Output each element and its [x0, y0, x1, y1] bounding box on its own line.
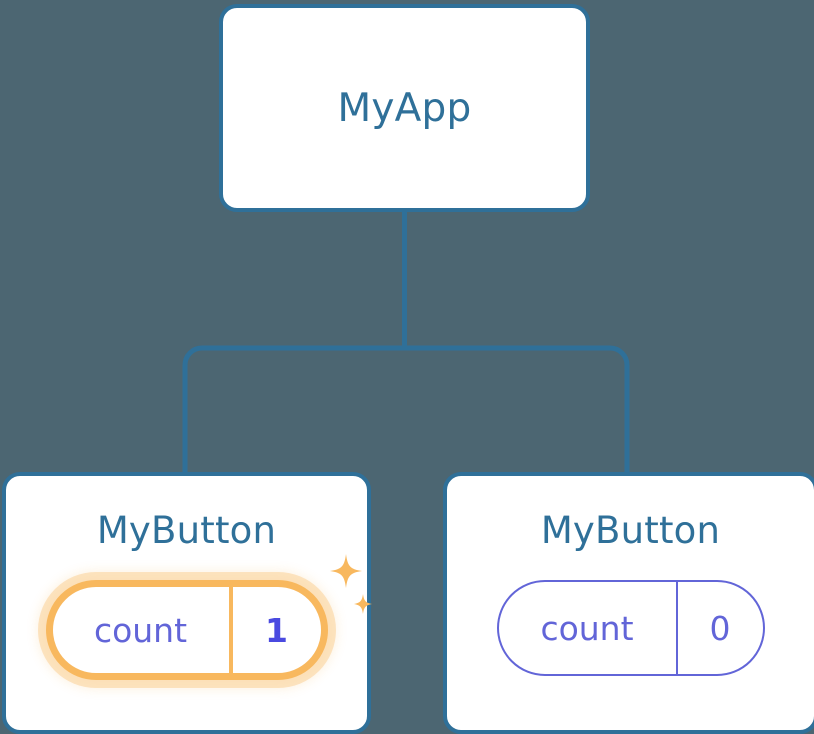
state-pill-right-key: count [499, 582, 678, 674]
node-mybutton-right[interactable]: MyButton count 0 [443, 472, 814, 734]
sparkle-group [329, 554, 372, 614]
state-pill-left-value: 1 [233, 587, 321, 673]
state-pill-left[interactable]: count 1 [45, 580, 328, 680]
sparkle-small-icon [353, 594, 372, 614]
state-pill-wrapper-left: count 1 [45, 554, 372, 680]
state-pill-right-value: 0 [678, 582, 763, 674]
state-pill-right[interactable]: count 0 [496, 580, 765, 676]
node-mybutton-left[interactable]: MyButton count 1 [2, 472, 372, 734]
state-pill-wrapper-right: count 0 [496, 580, 765, 676]
node-myapp[interactable]: MyApp [219, 4, 590, 212]
edge-root-to-child-right [404, 345, 630, 476]
state-pill-left-value-text: 1 [265, 610, 288, 650]
node-mybutton-left-label: MyButton [96, 509, 277, 552]
state-pill-right-key-text: count [540, 608, 634, 648]
state-pill-left-key-text: count [93, 610, 188, 650]
node-myapp-label: MyApp [337, 85, 472, 131]
node-mybutton-right-label: MyButton [540, 509, 721, 552]
sparkle-large-icon [329, 554, 362, 588]
state-pill-right-value-text: 0 [709, 608, 731, 648]
state-pill-left-key: count [53, 587, 233, 673]
edge-root-to-child-left [182, 345, 405, 476]
